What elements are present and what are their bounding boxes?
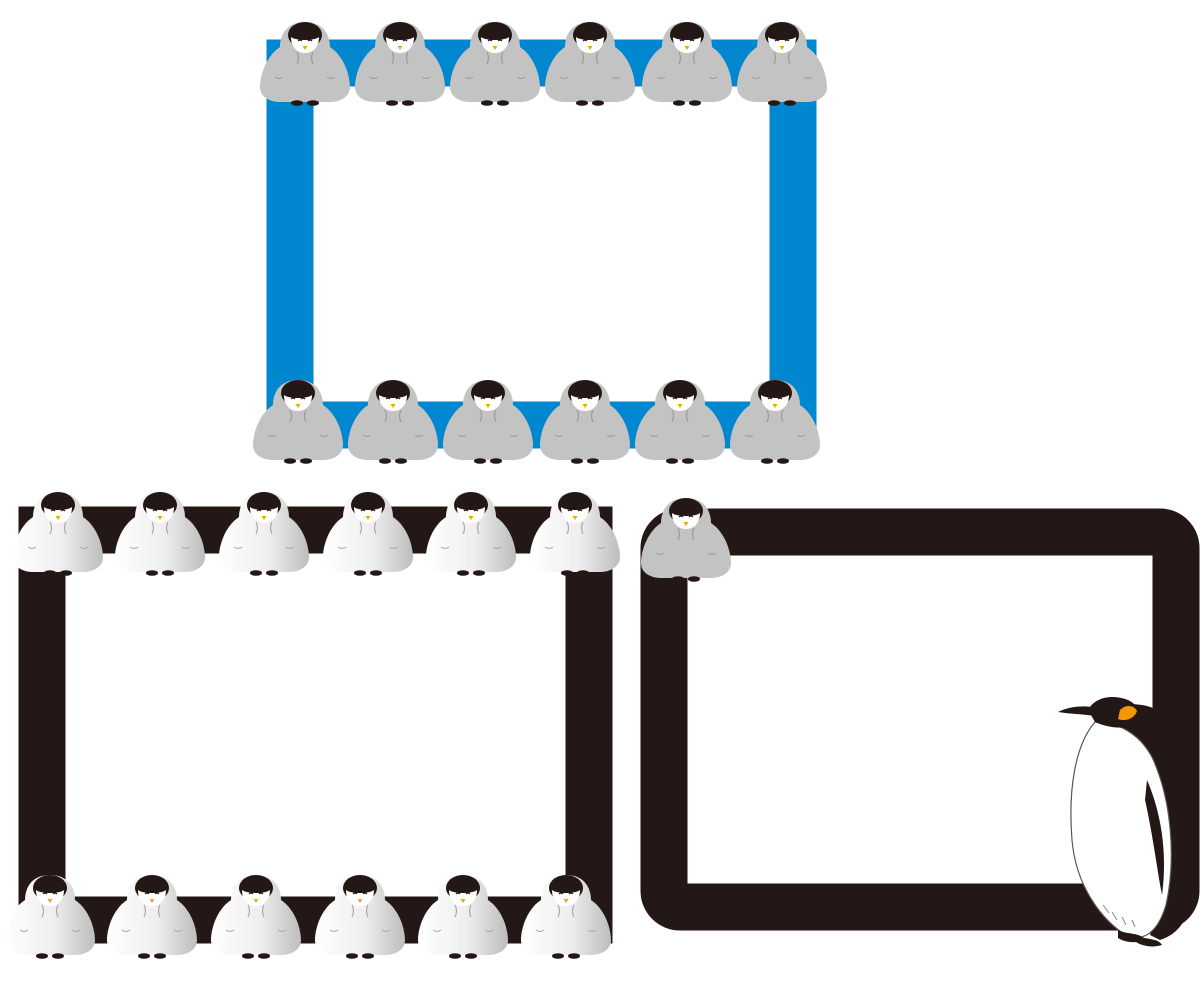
- penguin-chick-icon: [442, 379, 534, 465]
- penguin-chick-icon: [736, 21, 828, 107]
- penguin-chick-icon: [539, 379, 631, 465]
- blue-frame: [266, 39, 817, 449]
- emperor-penguin-icon: [1058, 697, 1196, 947]
- penguin-chick-icon: [417, 874, 509, 960]
- penguin-chick-icon: [210, 874, 302, 960]
- penguin-chick-icon: [641, 21, 733, 107]
- penguin-chick-icon: [449, 21, 541, 107]
- penguin-chick-icon: [529, 491, 621, 577]
- penguin-chick-icon: [347, 379, 439, 465]
- penguin-chick-icon: [634, 379, 726, 465]
- penguin-chick-icon: [354, 21, 446, 107]
- penguin-chick-icon: [314, 874, 406, 960]
- black-frame-left: [18, 506, 613, 944]
- penguin-chick-icon: [322, 491, 414, 577]
- penguin-chick-icon: [259, 21, 351, 107]
- penguin-chick-icon: [218, 491, 310, 577]
- penguin-chick-icon: [425, 491, 517, 577]
- penguin-chick-icon: [114, 491, 206, 577]
- penguin-chick-icon: [544, 21, 636, 107]
- penguin-chick-icon: [106, 874, 198, 960]
- penguin-chick-icon: [12, 491, 104, 577]
- black-frame-right: [640, 508, 1200, 931]
